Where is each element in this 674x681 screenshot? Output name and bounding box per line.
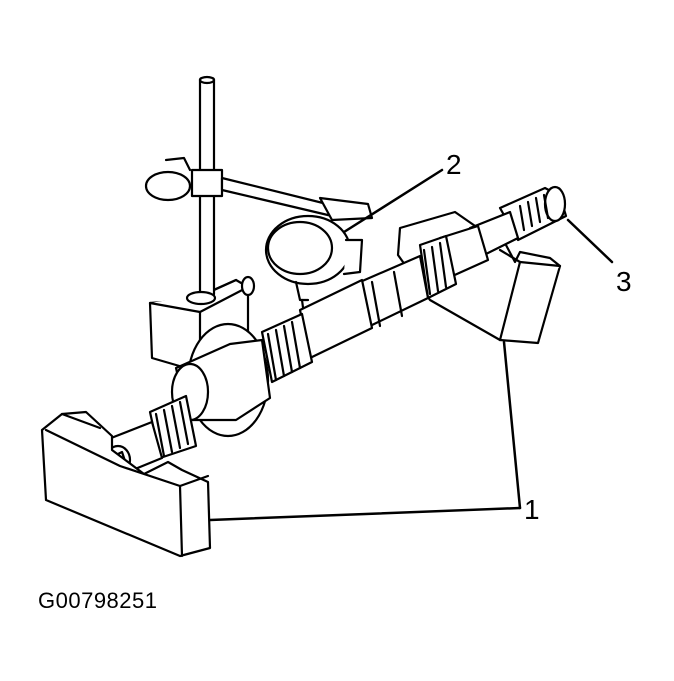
leader-3: [568, 220, 612, 262]
figure-id: G00798251: [38, 588, 158, 613]
callout-1-v-blocks: 1: [524, 494, 540, 525]
post-clamp: [146, 158, 222, 200]
leader-lines: [210, 170, 612, 520]
v-block-front: [42, 412, 210, 556]
leader-1-front: [210, 508, 520, 520]
stand-arm: [222, 178, 372, 220]
leader-2: [344, 170, 442, 232]
dial-indicator: [266, 216, 362, 330]
base-switch: [242, 277, 254, 295]
leader-1-rear: [504, 342, 520, 508]
callout-3-shaft-end: 3: [616, 266, 632, 297]
callout-2-dial-indicator: 2: [446, 149, 462, 180]
